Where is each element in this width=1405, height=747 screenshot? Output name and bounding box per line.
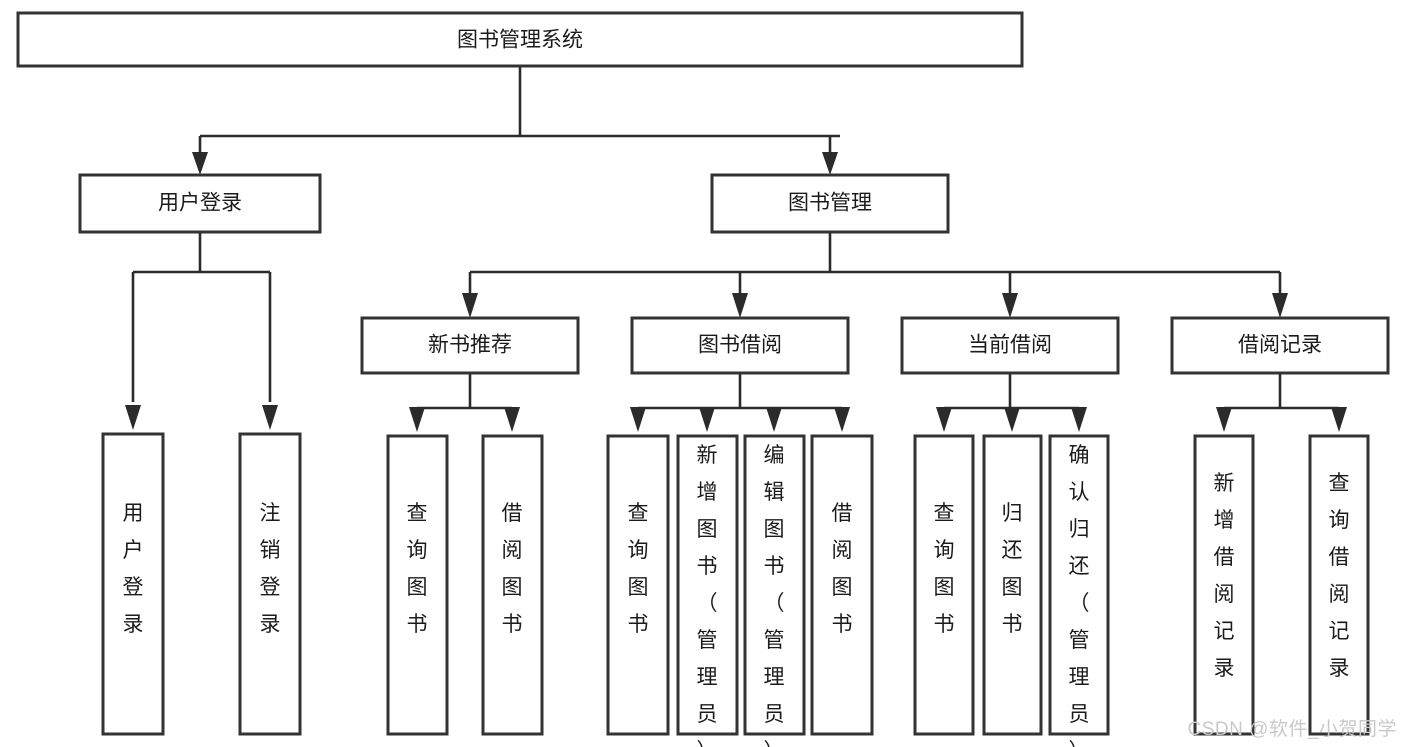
- node-leaf-confirm-return-box[interactable]: [1048, 434, 1110, 736]
- arrow-head-leaf-return-book: [1004, 407, 1020, 432]
- node-leaf-add-record-box[interactable]: [1193, 434, 1255, 736]
- node-user-login-box[interactable]: [78, 173, 322, 234]
- node-user-login-label: 用户登录: [158, 192, 242, 215]
- node-leaf-add-book-box[interactable]: [676, 434, 739, 736]
- node-book-management[interactable]: 图书管理: [710, 173, 950, 234]
- node-leaf-user-login-box[interactable]: [101, 432, 165, 736]
- node-leaf-add-record-label: 新增借阅记录: [1214, 472, 1235, 680]
- node-new-book-recommend[interactable]: 新书推荐: [360, 316, 580, 375]
- arrow-head-leaf-borrow-book-1: [504, 407, 520, 432]
- arrow-head-leaf-query-book-3: [936, 407, 952, 432]
- node-leaf-logout-login-box[interactable]: [238, 432, 302, 736]
- node-leaf-return-book-box[interactable]: [982, 434, 1043, 736]
- arrow-head-new-book-recommend: [462, 293, 478, 318]
- node-leaf-edit-book-box[interactable]: [743, 434, 806, 736]
- arrow-head-user-login: [192, 152, 208, 175]
- node-leaf-logout-login[interactable]: 注销登录: [238, 432, 302, 736]
- node-user-login[interactable]: 用户登录: [78, 173, 322, 234]
- node-leaf-confirm-return[interactable]: 确认归还（管理员）: [1048, 434, 1110, 747]
- node-borrow-record-label: 借阅记录: [1238, 334, 1322, 357]
- arrow-head-book-management: [822, 152, 838, 175]
- node-book-borrow-label: 图书借阅: [698, 334, 782, 357]
- node-book-borrow-box[interactable]: [630, 316, 850, 375]
- node-leaf-return-book[interactable]: 归还图书: [982, 434, 1043, 736]
- node-leaf-query-record-label: 查询借阅记录: [1329, 472, 1350, 680]
- node-leaf-query-book-2[interactable]: 查询图书: [606, 434, 670, 736]
- arrow-head-leaf-logout-login: [262, 405, 278, 430]
- node-leaf-add-book-label: 新增图书（管理员）: [697, 444, 718, 747]
- arrow-head-leaf-edit-book: [766, 407, 782, 432]
- node-leaf-borrow-book-1[interactable]: 借阅图书: [481, 434, 544, 736]
- node-leaf-add-book[interactable]: 新增图书（管理员）: [676, 434, 739, 747]
- node-current-borrow-label: 当前借阅: [968, 334, 1052, 357]
- node-leaf-edit-book[interactable]: 编辑图书（管理员）: [743, 434, 806, 747]
- node-leaf-add-record[interactable]: 新增借阅记录: [1193, 434, 1255, 736]
- node-leaf-borrow-book-1-label: 借阅图书: [502, 502, 523, 636]
- arrow-head-leaf-query-book-1: [409, 407, 425, 432]
- node-leaf-query-record-box[interactable]: [1308, 434, 1370, 736]
- arrow-head-leaf-query-record: [1331, 407, 1347, 432]
- node-borrow-record-box[interactable]: [1170, 316, 1390, 375]
- node-leaf-return-book-label: 归还图书: [1002, 502, 1023, 636]
- arrow-head-leaf-confirm-return: [1071, 407, 1087, 432]
- node-leaf-query-book-2-box[interactable]: [606, 434, 670, 736]
- node-leaf-query-book-3-box[interactable]: [913, 434, 975, 736]
- node-leaf-confirm-return-label: 确认归还（管理员）: [1069, 444, 1090, 747]
- csdn-watermark: CSDN @软件_小贺同学: [1187, 719, 1397, 740]
- node-new-book-recommend-label: 新书推荐: [428, 334, 512, 357]
- arrow-head-borrow-record: [1272, 293, 1288, 318]
- arrow-head-leaf-query-book-2: [630, 407, 646, 432]
- node-leaf-borrow-book-2-box[interactable]: [810, 434, 874, 736]
- node-current-borrow[interactable]: 当前借阅: [900, 316, 1120, 375]
- node-leaf-borrow-book-2-label: 借阅图书: [832, 502, 853, 636]
- node-leaf-edit-book-label: 编辑图书（管理员）: [764, 444, 785, 747]
- node-borrow-record[interactable]: 借阅记录: [1170, 316, 1390, 375]
- node-current-borrow-box[interactable]: [900, 316, 1120, 375]
- node-leaf-query-record[interactable]: 查询借阅记录: [1308, 434, 1370, 736]
- arrow-head-leaf-user-login: [125, 405, 141, 430]
- node-leaf-user-login[interactable]: 用户登录: [101, 432, 165, 736]
- node-leaf-query-book-3[interactable]: 查询图书: [913, 434, 975, 736]
- node-book-management-box[interactable]: [710, 173, 950, 234]
- arrow-head-leaf-add-record: [1216, 407, 1232, 432]
- node-new-book-recommend-box[interactable]: [360, 316, 580, 375]
- node-leaf-borrow-book-1-box[interactable]: [481, 434, 544, 736]
- connectors-layer: [125, 66, 1347, 432]
- node-leaf-logout-login-label: 注销登录: [260, 502, 281, 636]
- node-book-management-label: 图书管理: [788, 192, 872, 215]
- node-root-label: 图书管理系统: [457, 29, 583, 52]
- node-root[interactable]: 图书管理系统: [16, 11, 1024, 68]
- arrow-head-leaf-add-book: [699, 407, 715, 432]
- node-book-borrow[interactable]: 图书借阅: [630, 316, 850, 375]
- node-leaf-query-book-1[interactable]: 查询图书: [386, 434, 449, 736]
- node-leaf-user-login-label: 用户登录: [123, 502, 144, 636]
- node-leaf-query-book-1-label: 查询图书: [407, 502, 428, 636]
- node-leaf-query-book-1-box[interactable]: [386, 434, 449, 736]
- node-root-box[interactable]: [16, 11, 1024, 68]
- node-leaf-query-book-3-label: 查询图书: [934, 502, 955, 636]
- node-leaf-query-book-2-label: 查询图书: [628, 502, 649, 636]
- arrow-head-book-borrow: [732, 293, 748, 318]
- node-leaf-borrow-book-2[interactable]: 借阅图书: [810, 434, 874, 736]
- arrow-head-current-borrow: [1002, 293, 1018, 318]
- arrow-head-leaf-borrow-book-2: [834, 407, 850, 432]
